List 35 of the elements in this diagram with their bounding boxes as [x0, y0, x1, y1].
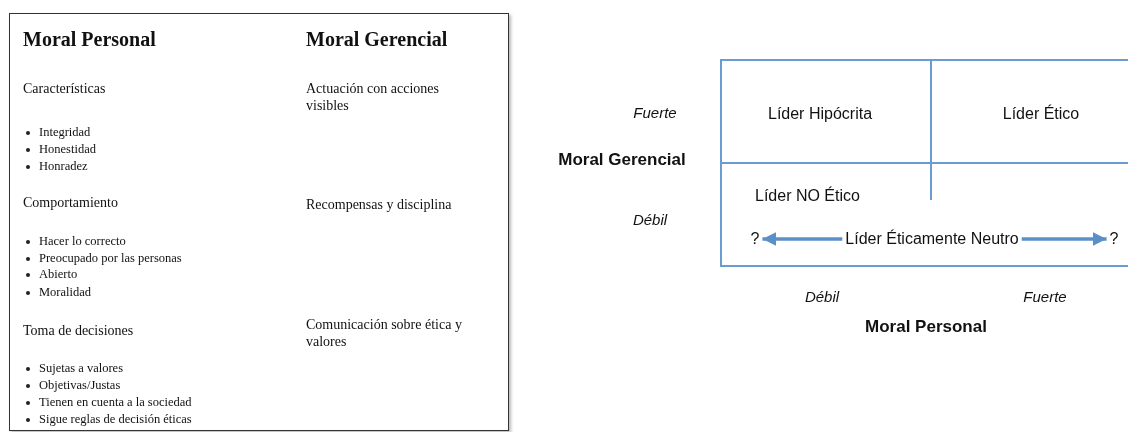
axis-level-label: Débil — [804, 287, 840, 305]
axis-title: Moral Personal — [865, 317, 987, 337]
axis-title: Moral Gerencial — [558, 150, 686, 170]
arrow — [1021, 232, 1107, 246]
section-heading: Actuación con acciones visibles — [306, 80, 440, 114]
section-heading: Características — [23, 80, 106, 97]
axis-level-label: Fuerte — [1023, 287, 1067, 305]
matrix-frame — [720, 59, 1128, 267]
section-heading: Toma de decisiones — [23, 322, 134, 339]
list-item: Sujetas a valores — [39, 360, 123, 376]
list-item: Hacer lo correcto — [39, 233, 126, 249]
section-heading: Comportamiento — [23, 194, 118, 211]
quadrant-label: Líder Ético — [999, 104, 1083, 124]
list-item: Integridad — [39, 124, 91, 140]
quadrant-label: Líder NO Ético — [752, 186, 863, 206]
list-item: Preocupado por las personas — [39, 250, 182, 266]
quadrant-label: Líder Hipócrita — [765, 104, 875, 124]
list-item: Moralidad — [39, 284, 92, 300]
quadrant-label: Líder Éticamente Neutro — [842, 229, 1022, 249]
list-item: Abierto — [39, 266, 78, 282]
axis-level-label: Fuerte — [633, 103, 677, 121]
column-heading: Moral Gerencial — [306, 27, 448, 51]
quadrant-label: ? — [1106, 229, 1122, 249]
section-heading: Recompensas y disciplina — [306, 196, 453, 213]
quadrant-label: ? — [747, 229, 763, 249]
arrow — [762, 232, 843, 246]
list-item: Honestidad — [39, 141, 96, 157]
list-item: Sigue reglas de decisión éticas — [39, 411, 192, 427]
column-heading: Moral Personal — [23, 27, 156, 51]
list-item: Objetivas/Justas — [39, 377, 121, 393]
axis-level-label: Débil — [632, 210, 668, 228]
list-item: Honradez — [39, 158, 88, 174]
text-panel — [9, 13, 509, 431]
section-heading: Comunicación sobre ética y valores — [306, 316, 463, 350]
list-item: Tienen en cuenta a la sociedad — [39, 394, 192, 410]
